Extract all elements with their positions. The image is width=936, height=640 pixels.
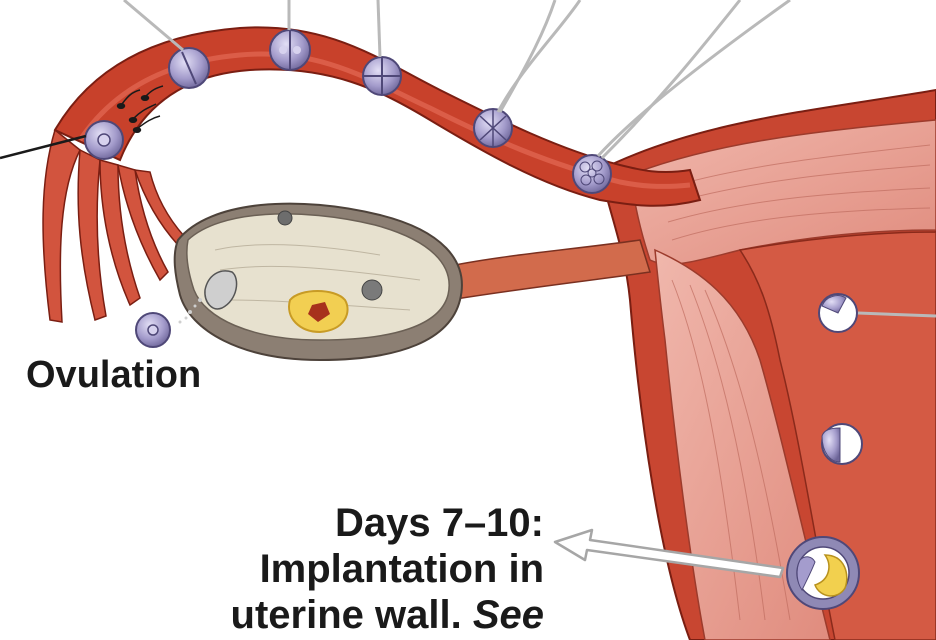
blastocyst-late [822,424,862,464]
implanted-blastocyst [787,537,859,609]
zygote-two-cell [169,48,209,88]
uterine-wall-label: uterine wall. See [231,592,544,638]
ovary-follicle [362,280,382,300]
blastocyst-early [819,294,857,332]
embryo-eight-cell [474,109,512,147]
implantation-days-label: Days 7–10: [231,500,544,546]
embryo-two-cell [270,30,310,70]
ovulation-label: Ovulation [26,354,201,397]
fertilized-ovum [85,121,123,159]
embryo-four-cell [363,57,401,95]
ovarian-ligament [440,240,650,300]
see-reference: See [473,593,544,637]
implantation-label: Implantation in [231,546,544,592]
ovary-follicle [278,211,292,225]
released-ovum [136,313,170,347]
fimbriae [43,130,184,322]
implantation-caption: Days 7–10: Implantation in uterine wall.… [231,500,544,638]
morula [573,155,611,193]
